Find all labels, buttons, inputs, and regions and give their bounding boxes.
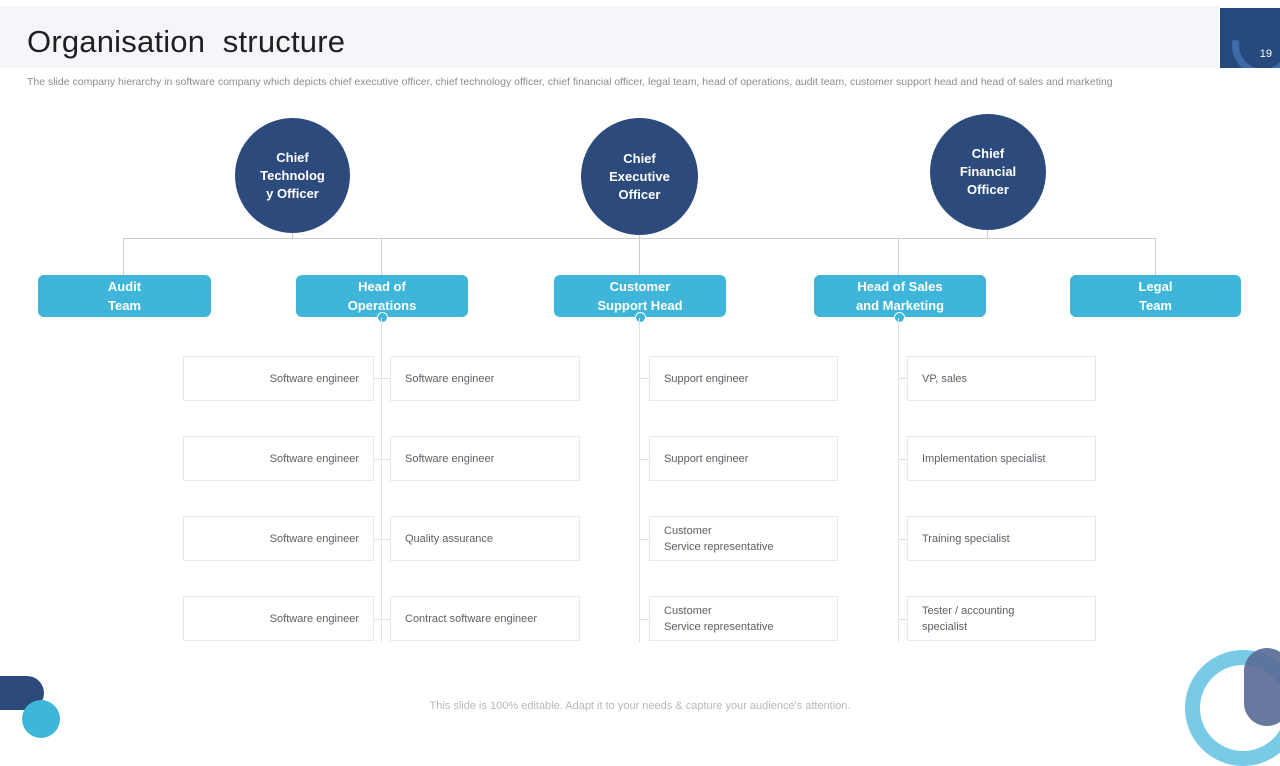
connector-trunk-to-head-of-sales	[898, 238, 899, 275]
card-role[interactable]: Contract software engineer	[390, 596, 580, 641]
card-role[interactable]: Support engineer	[649, 436, 838, 481]
card-role[interactable]: Implementation specialist	[907, 436, 1096, 481]
card-role[interactable]: Support engineer	[649, 356, 838, 401]
connector-trunk-to-head-of-operations	[381, 238, 382, 275]
connector-tick-support-2	[639, 459, 649, 460]
connector-spine-sales-marketing	[898, 318, 899, 642]
node-chief-financial-officer[interactable]: Chief Financial Officer	[930, 114, 1046, 230]
connector-cto-to-trunk	[292, 228, 293, 239]
page-title: Organisation structure	[27, 24, 346, 59]
connector-trunk-to-legal-team	[1155, 238, 1156, 275]
card-role[interactable]: Software engineer	[183, 596, 374, 641]
page-subtitle: The slide company hierarchy in software …	[27, 76, 1113, 88]
card-role[interactable]: VP, sales	[907, 356, 1096, 401]
decoration-bottom-left-circle	[22, 700, 60, 738]
slide-number-label: 19	[1259, 48, 1272, 60]
slide-number-badge: 19	[1220, 8, 1280, 68]
connector-tick-support-4	[639, 619, 649, 620]
card-role[interactable]: Quality assurance	[390, 516, 580, 561]
card-role[interactable]: Tester / accounting specialist	[907, 596, 1096, 641]
node-chief-technology-officer[interactable]: Chief Technolog y Officer	[235, 118, 350, 233]
connector-cfo-to-trunk	[987, 228, 988, 239]
connector-tick-sales-3	[898, 539, 907, 540]
card-role[interactable]: Software engineer	[183, 356, 374, 401]
card-role[interactable]: Software engineer	[390, 356, 580, 401]
node-audit-team[interactable]: Audit Team	[38, 275, 211, 317]
card-role[interactable]: Software engineer	[183, 516, 374, 561]
card-role[interactable]: Customer Service representative	[649, 516, 838, 561]
node-chief-executive-officer[interactable]: Chief Executive Officer	[581, 118, 698, 235]
connector-tick-ops-2	[374, 459, 390, 460]
connector-tick-ops-3	[374, 539, 390, 540]
connector-spine-operations	[381, 318, 382, 642]
card-role[interactable]: Software engineer	[390, 436, 580, 481]
connector-dot-customer-support	[635, 312, 646, 323]
connector-tick-ops-4	[374, 619, 390, 620]
footer-note: This slide is 100% editable. Adapt it to…	[429, 700, 851, 712]
node-head-of-sales-and-marketing[interactable]: Head of Sales and Marketing	[814, 275, 986, 317]
connector-trunk-to-customer-support-head	[639, 238, 640, 275]
node-customer-support-head[interactable]: Customer Support Head	[554, 275, 726, 317]
card-role[interactable]: Customer Service representative	[649, 596, 838, 641]
header-band	[0, 6, 1219, 68]
connector-tick-support-3	[639, 539, 649, 540]
connector-dot-operations	[377, 312, 388, 323]
card-role[interactable]: Training specialist	[907, 516, 1096, 561]
card-role[interactable]: Software engineer	[183, 436, 374, 481]
connector-tick-support-1	[639, 378, 649, 379]
node-legal-team[interactable]: Legal Team	[1070, 275, 1241, 317]
connector-tick-sales-1	[898, 378, 907, 379]
connector-tick-sales-2	[898, 459, 907, 460]
connector-tick-ops-1	[374, 378, 390, 379]
connector-trunk-to-audit-team	[123, 238, 124, 275]
node-head-of-operations[interactable]: Head of Operations	[296, 275, 468, 317]
connector-tick-sales-4	[898, 619, 907, 620]
connector-dot-sales-marketing	[894, 312, 905, 323]
decoration-bottom-right-pill	[1244, 648, 1280, 726]
connector-spine-customer-support	[639, 318, 640, 642]
